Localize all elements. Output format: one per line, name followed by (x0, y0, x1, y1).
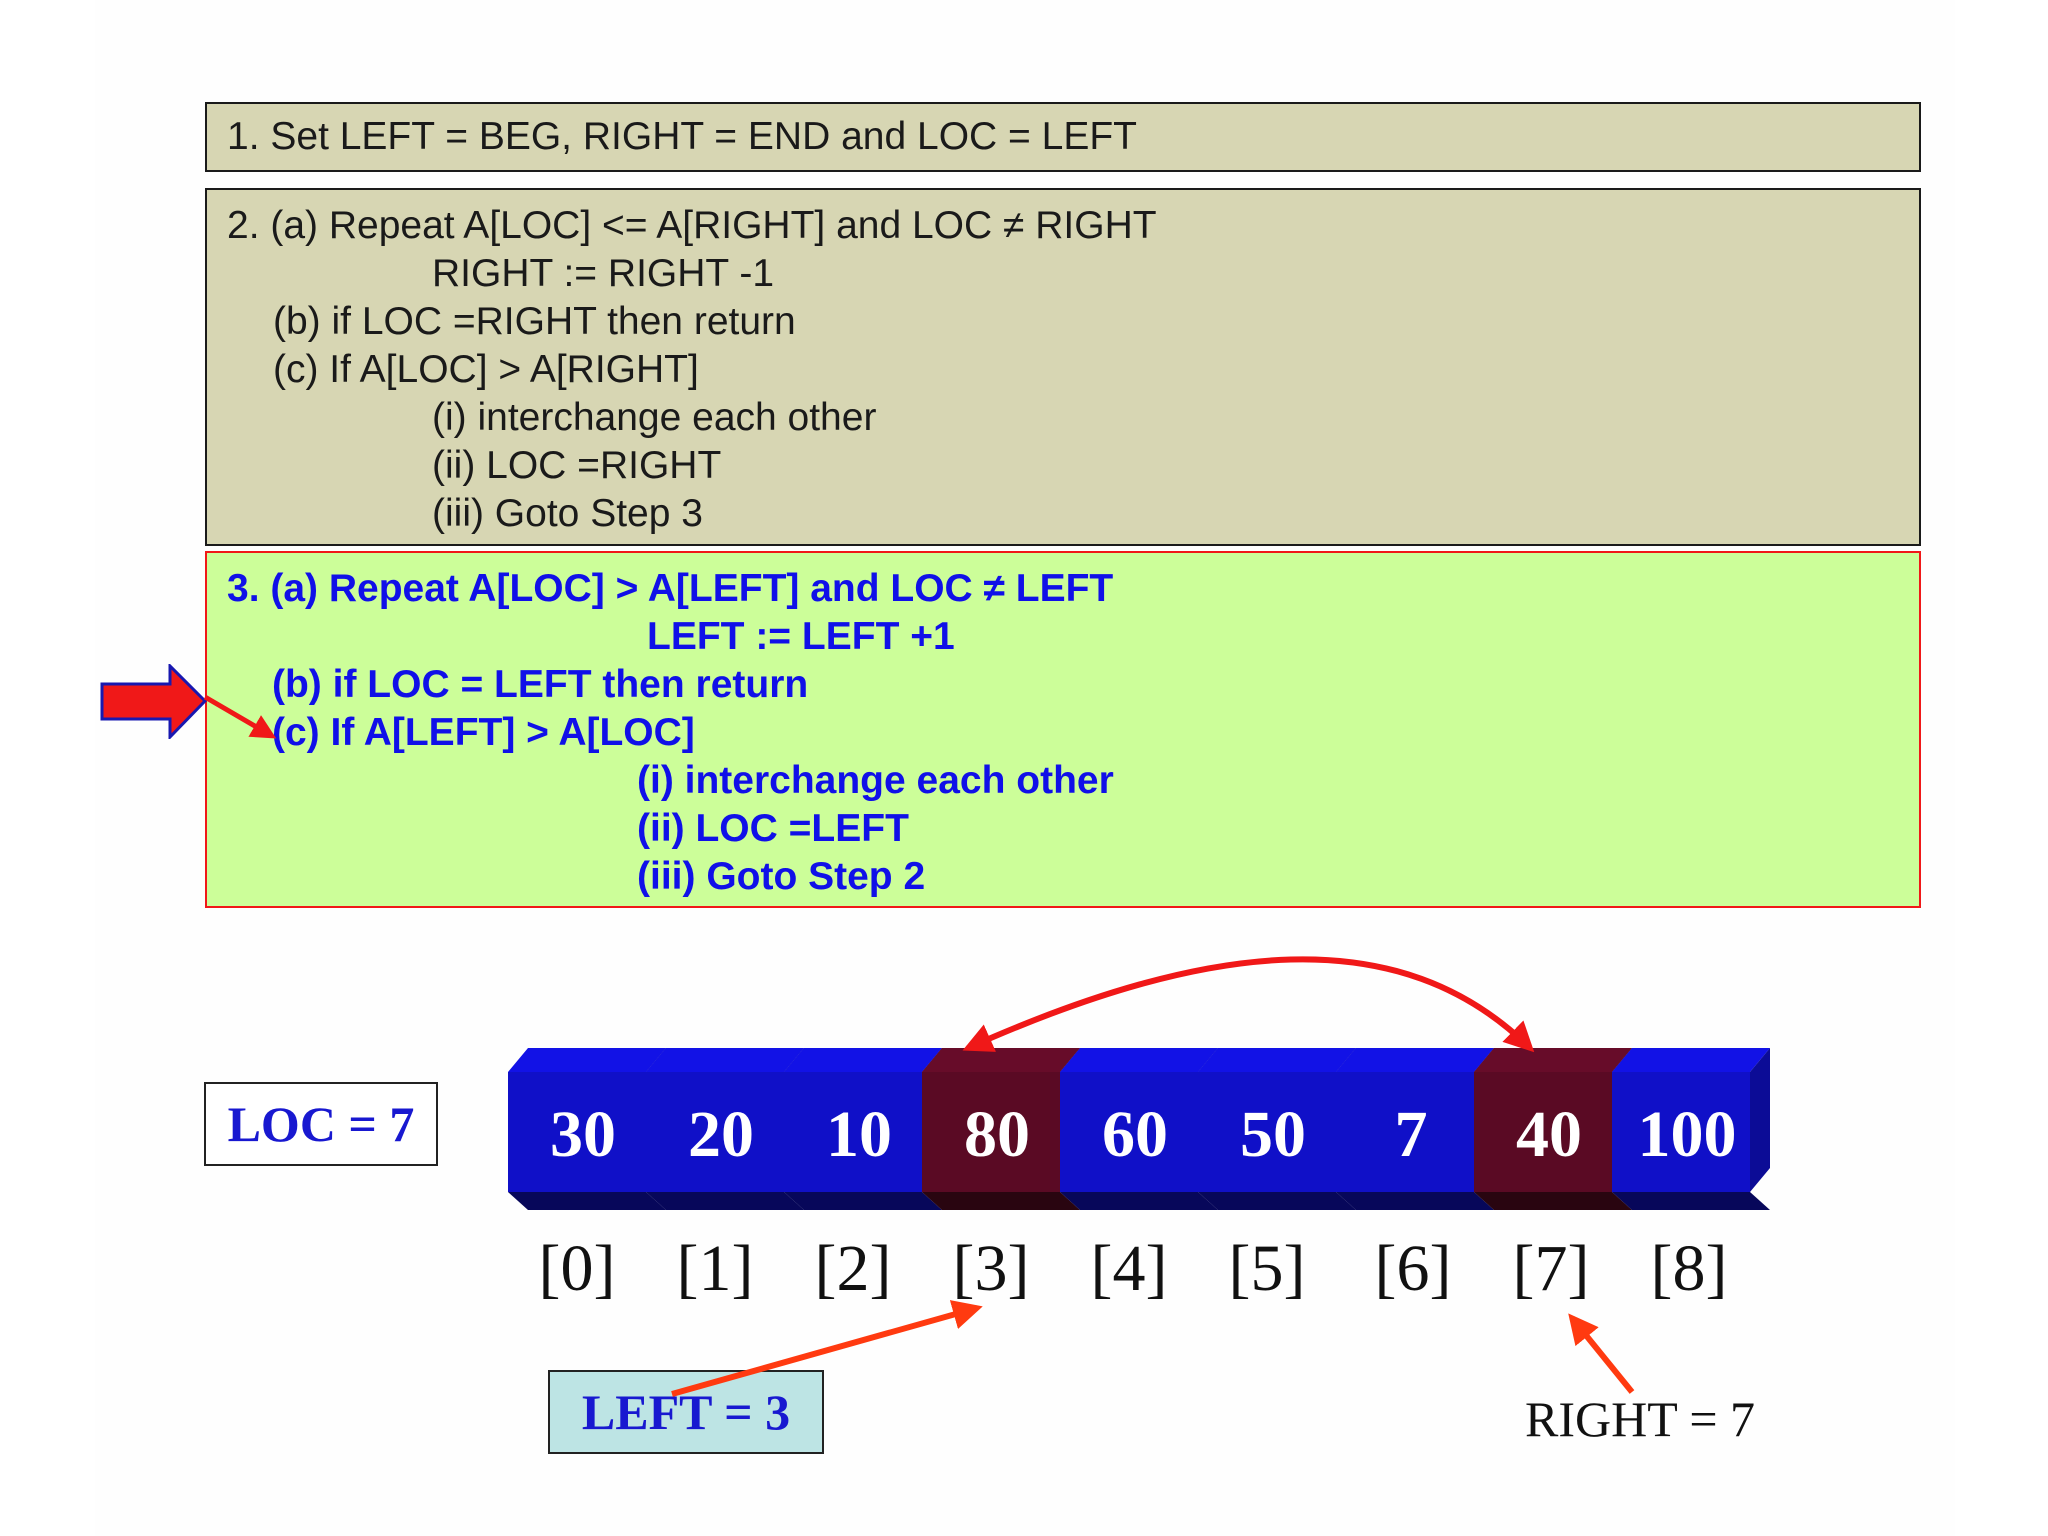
step-3-line: 3. (a) Repeat A[LOC] > A[LEFT] and LOC ≠… (227, 565, 1113, 613)
step-2-line: RIGHT := RIGHT -1 (432, 250, 774, 298)
step-1-box: 1. Set LEFT = BEG, RIGHT = END and LOC =… (205, 102, 1921, 172)
step-3-line-current: (c) If A[LEFT] > A[LOC] (272, 709, 695, 757)
step-2-line: (b) if LOC =RIGHT then return (273, 298, 796, 346)
step-3-line: (iii) Goto Step 2 (637, 853, 925, 901)
loc-label-box: LOC = 7 (204, 1082, 438, 1166)
step-3-box-active: 3. (a) Repeat A[LOC] > A[LEFT] and LOC ≠… (205, 551, 1921, 908)
step-1-text: 1. Set LEFT = BEG, RIGHT = END and LOC =… (227, 113, 1137, 161)
step-3-line: LEFT := LEFT +1 (647, 613, 955, 661)
step-2-line: (iii) Goto Step 3 (432, 490, 703, 538)
step-2-line: (c) If A[LOC] > A[RIGHT] (273, 346, 699, 394)
step-2-line: (ii) LOC =RIGHT (432, 442, 721, 490)
step-2-line: 2. (a) Repeat A[LOC] <= A[RIGHT] and LOC… (227, 202, 1157, 250)
left-label-box: LEFT = 3 (548, 1370, 824, 1454)
step-2-box: 2. (a) Repeat A[LOC] <= A[RIGHT] and LOC… (205, 188, 1921, 546)
current-step-arrow-icon (100, 664, 210, 739)
step-3-line: (i) interchange each other (637, 757, 1114, 805)
step-3-line: (b) if LOC = LEFT then return (272, 661, 808, 709)
right-label: RIGHT = 7 (1525, 1386, 1765, 1452)
step-2-line: (i) interchange each other (432, 394, 876, 442)
step-3-line: (ii) LOC =LEFT (637, 805, 909, 853)
